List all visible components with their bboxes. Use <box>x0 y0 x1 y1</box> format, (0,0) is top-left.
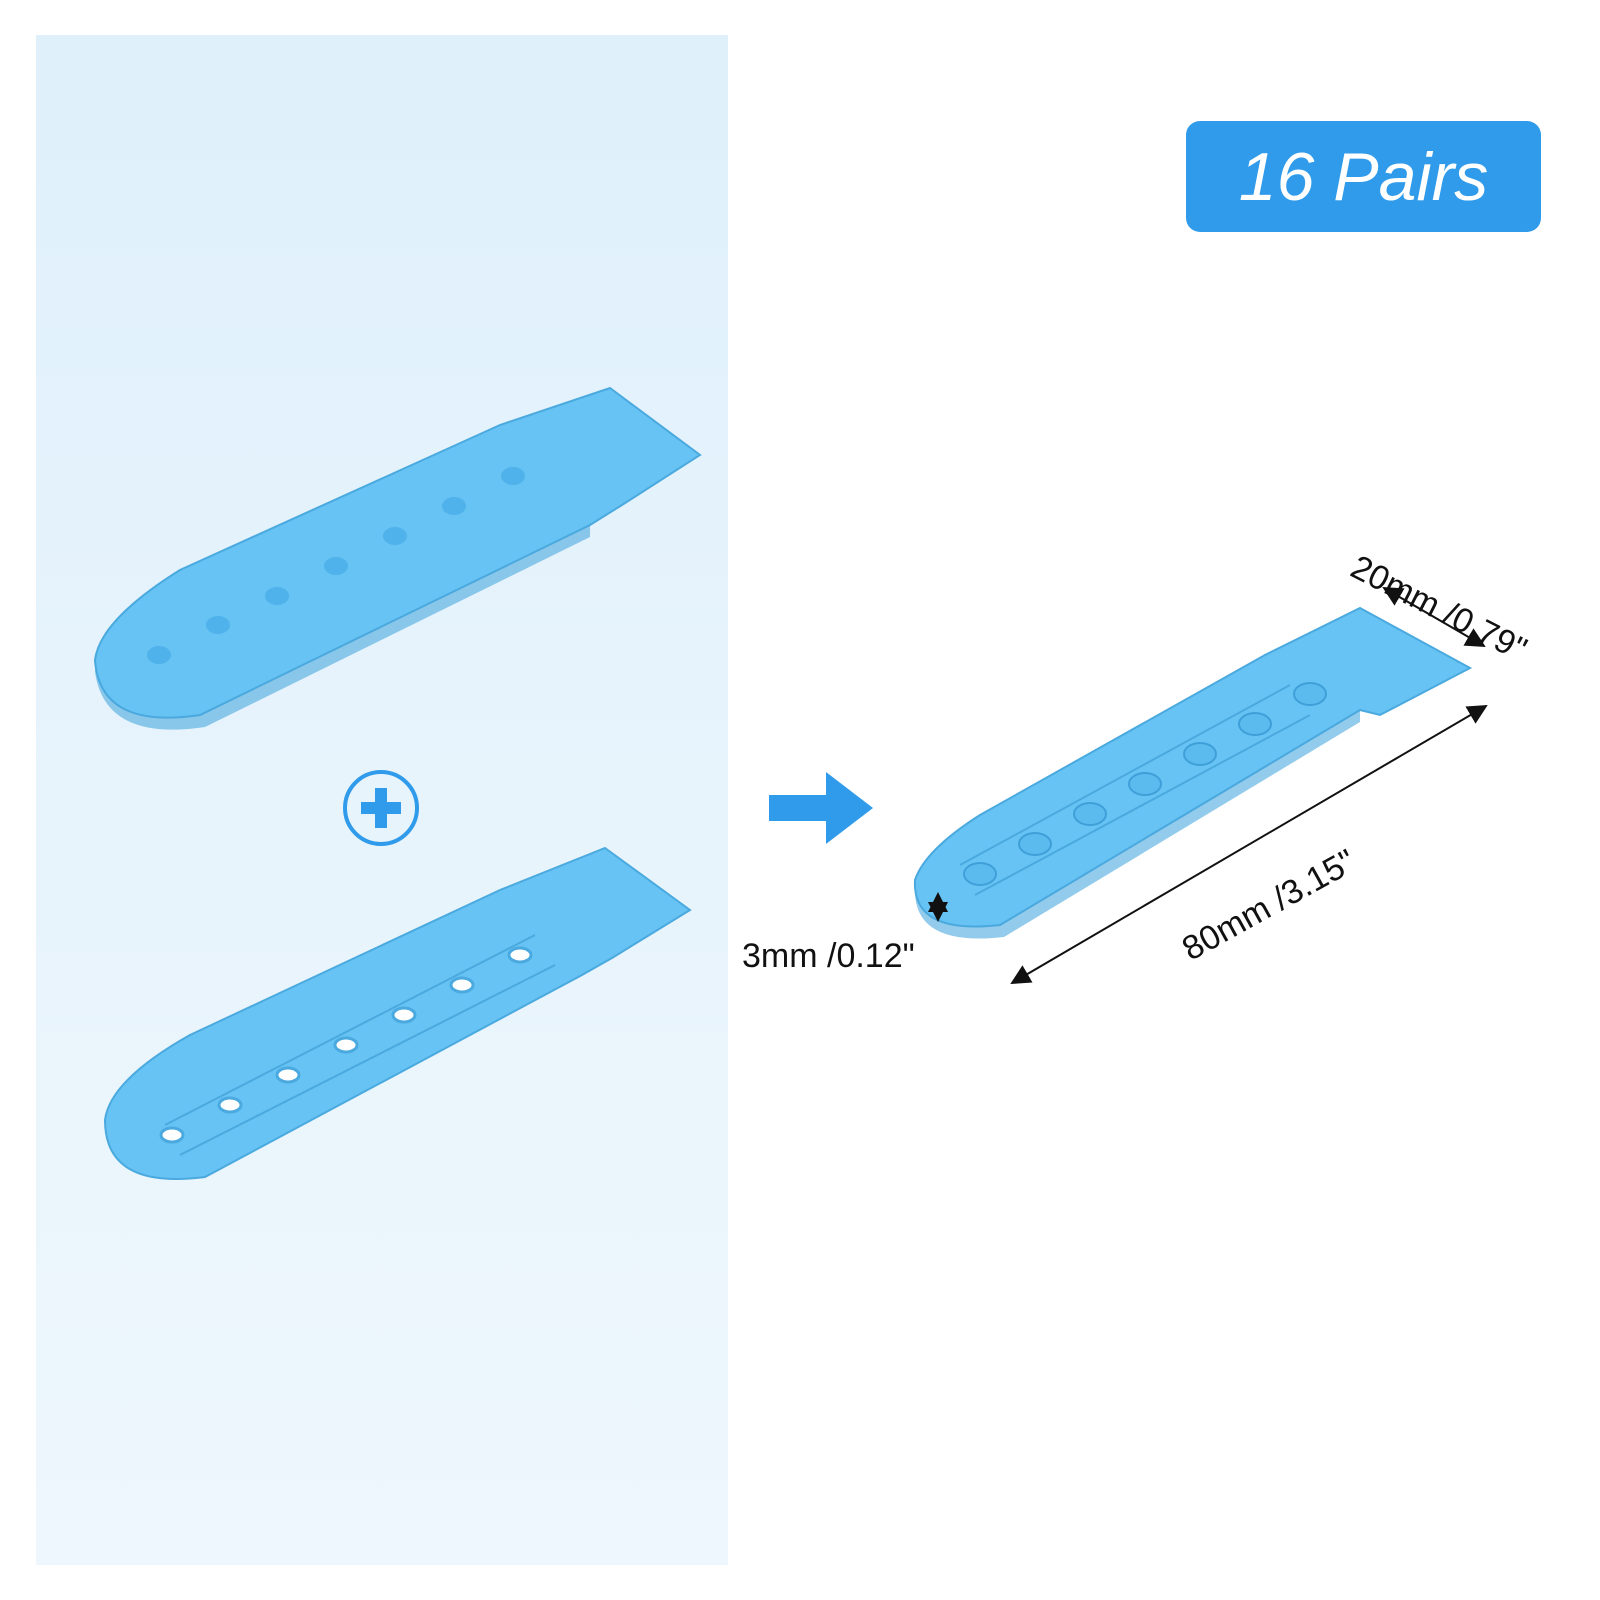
plus-circle-icon <box>343 770 419 846</box>
thickness-label: 3mm /0.12" <box>742 937 915 975</box>
quantity-badge: 16 Pairs <box>1186 121 1541 232</box>
length-dimension-line <box>1010 704 1488 985</box>
strap-with-pegs <box>93 386 702 730</box>
strap-with-holes <box>103 846 692 1181</box>
quantity-label: 16 Pairs <box>1238 138 1489 215</box>
assembled-strap <box>913 606 1473 939</box>
arrow-right-icon <box>769 772 873 844</box>
width-dimension-line <box>1382 586 1486 648</box>
